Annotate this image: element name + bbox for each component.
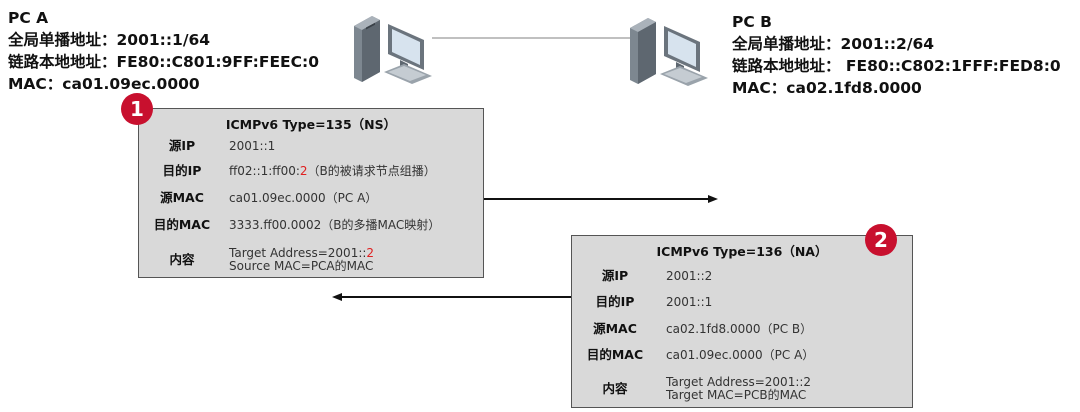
ns-packet-box: ICMPv6 Type=135（NS） 源IP 2001::1 目的IP ff0… xyxy=(138,108,484,278)
ns-dst-mac-label: 目的MAC xyxy=(153,217,211,232)
na-content-row: 内容 Target Address=2001::2 Target MAC=PCB… xyxy=(572,374,912,404)
ns-arrow xyxy=(484,195,718,203)
ns-content-line1: Target Address=2001::2 xyxy=(229,247,374,260)
na-content-line2: Target MAC=PCB的MAC xyxy=(666,388,807,402)
ns-src-mac-label: 源MAC xyxy=(160,190,204,205)
pc-b-global-unicast: 全局单播地址：2001::2/64 xyxy=(732,35,935,53)
na-src-ip-value: 2001::2 xyxy=(666,269,713,283)
ns-content-label: 内容 xyxy=(169,252,195,267)
computer-icon xyxy=(354,16,432,84)
ns-content-row: 内容 Target Address=2001::2 Source MAC=PCA… xyxy=(139,245,483,275)
pc-b-info: PC B 全局单播地址：2001::2/64 链路本地地址： FE80::C80… xyxy=(732,11,1061,99)
ns-dst-ip-highlight: 2 xyxy=(299,164,308,178)
na-src-mac-value: ca02.1fd8.0000（PC B） xyxy=(666,322,813,336)
ns-dst-ip-note: （B的被请求节点组播） xyxy=(307,164,436,178)
na-arrow xyxy=(332,293,571,301)
ns-src-mac-value: ca01.09ec.0000（PC A） xyxy=(229,191,378,205)
na-dst-mac-row: 目的MAC ca01.09ec.0000（PC A） xyxy=(572,345,912,365)
pc-a-info: PC A 全局单播地址：2001::1/64 链路本地地址：FE80::C801… xyxy=(8,7,319,95)
ns-src-mac-row: 源MAC ca01.09ec.0000（PC A） xyxy=(139,188,483,208)
step-1-badge: 1 xyxy=(121,93,153,125)
computer-icon xyxy=(630,18,708,86)
ns-dst-mac-row: 目的MAC 3333.ff00.0002（B的多播MAC映射） xyxy=(139,215,483,235)
ns-src-ip-label: 源IP xyxy=(168,138,196,153)
pc-a-global-unicast: 全局单播地址：2001::1/64 xyxy=(8,31,211,49)
na-dst-ip-row: 目的IP 2001::1 xyxy=(572,292,912,312)
na-dst-mac-label: 目的MAC xyxy=(586,347,644,362)
pc-b-name: PC B xyxy=(732,13,772,31)
na-src-mac-row: 源MAC ca02.1fd8.0000（PC B） xyxy=(572,319,912,339)
ns-dst-ip-row: 目的IP ff02::1:ff00:2（B的被请求节点组播） xyxy=(139,161,483,181)
pc-a-link-local: 链路本地地址：FE80::C801:9FF:FEEC:0 xyxy=(8,53,320,71)
na-dst-ip-value: 2001::1 xyxy=(666,295,713,309)
ns-target-address-highlight: 2 xyxy=(366,246,375,260)
na-src-ip-label: 源IP xyxy=(601,268,629,283)
na-packet-title: ICMPv6 Type=136（NA） xyxy=(656,244,828,259)
na-dst-ip-label: 目的IP xyxy=(595,294,635,309)
na-content-label: 内容 xyxy=(602,381,628,396)
ns-dst-mac-value: 3333.ff00.0002（B的多播MAC映射） xyxy=(229,218,441,232)
pc-a-mac: MAC：ca01.09ec.0000 xyxy=(8,75,200,93)
pc-b-link-local: 链路本地地址： FE80::C802:1FFF:FED8:0 xyxy=(732,57,1061,75)
na-content-line1: Target Address=2001::2 xyxy=(666,375,812,389)
ns-target-address: Target Address=2001:: xyxy=(229,246,367,260)
ns-packet-title: ICMPv6 Type=135（NS） xyxy=(225,117,397,132)
pc-b-mac: MAC：ca02.1fd8.0000 xyxy=(732,79,922,97)
ns-src-ip-value: 2001::1 xyxy=(229,139,276,153)
step-2-badge: 2 xyxy=(865,224,897,256)
na-dst-mac-value: ca01.09ec.0000（PC A） xyxy=(666,348,815,362)
ns-src-ip-row: 源IP 2001::1 xyxy=(139,136,483,156)
pc-a-name: PC A xyxy=(8,9,49,27)
ns-content-line2: Source MAC=PCA的MAC xyxy=(229,259,374,273)
ns-dst-ip-prefix: ff02::1:ff00: xyxy=(229,164,300,178)
ns-dst-ip-label: 目的IP xyxy=(162,163,202,178)
na-packet-box: ICMPv6 Type=136（NA） 源IP 2001::2 目的IP 200… xyxy=(571,235,913,408)
na-src-mac-label: 源MAC xyxy=(593,321,637,336)
ns-dst-ip-value: ff02::1:ff00:2（B的被请求节点组播） xyxy=(229,161,436,181)
na-src-ip-row: 源IP 2001::2 xyxy=(572,266,912,286)
